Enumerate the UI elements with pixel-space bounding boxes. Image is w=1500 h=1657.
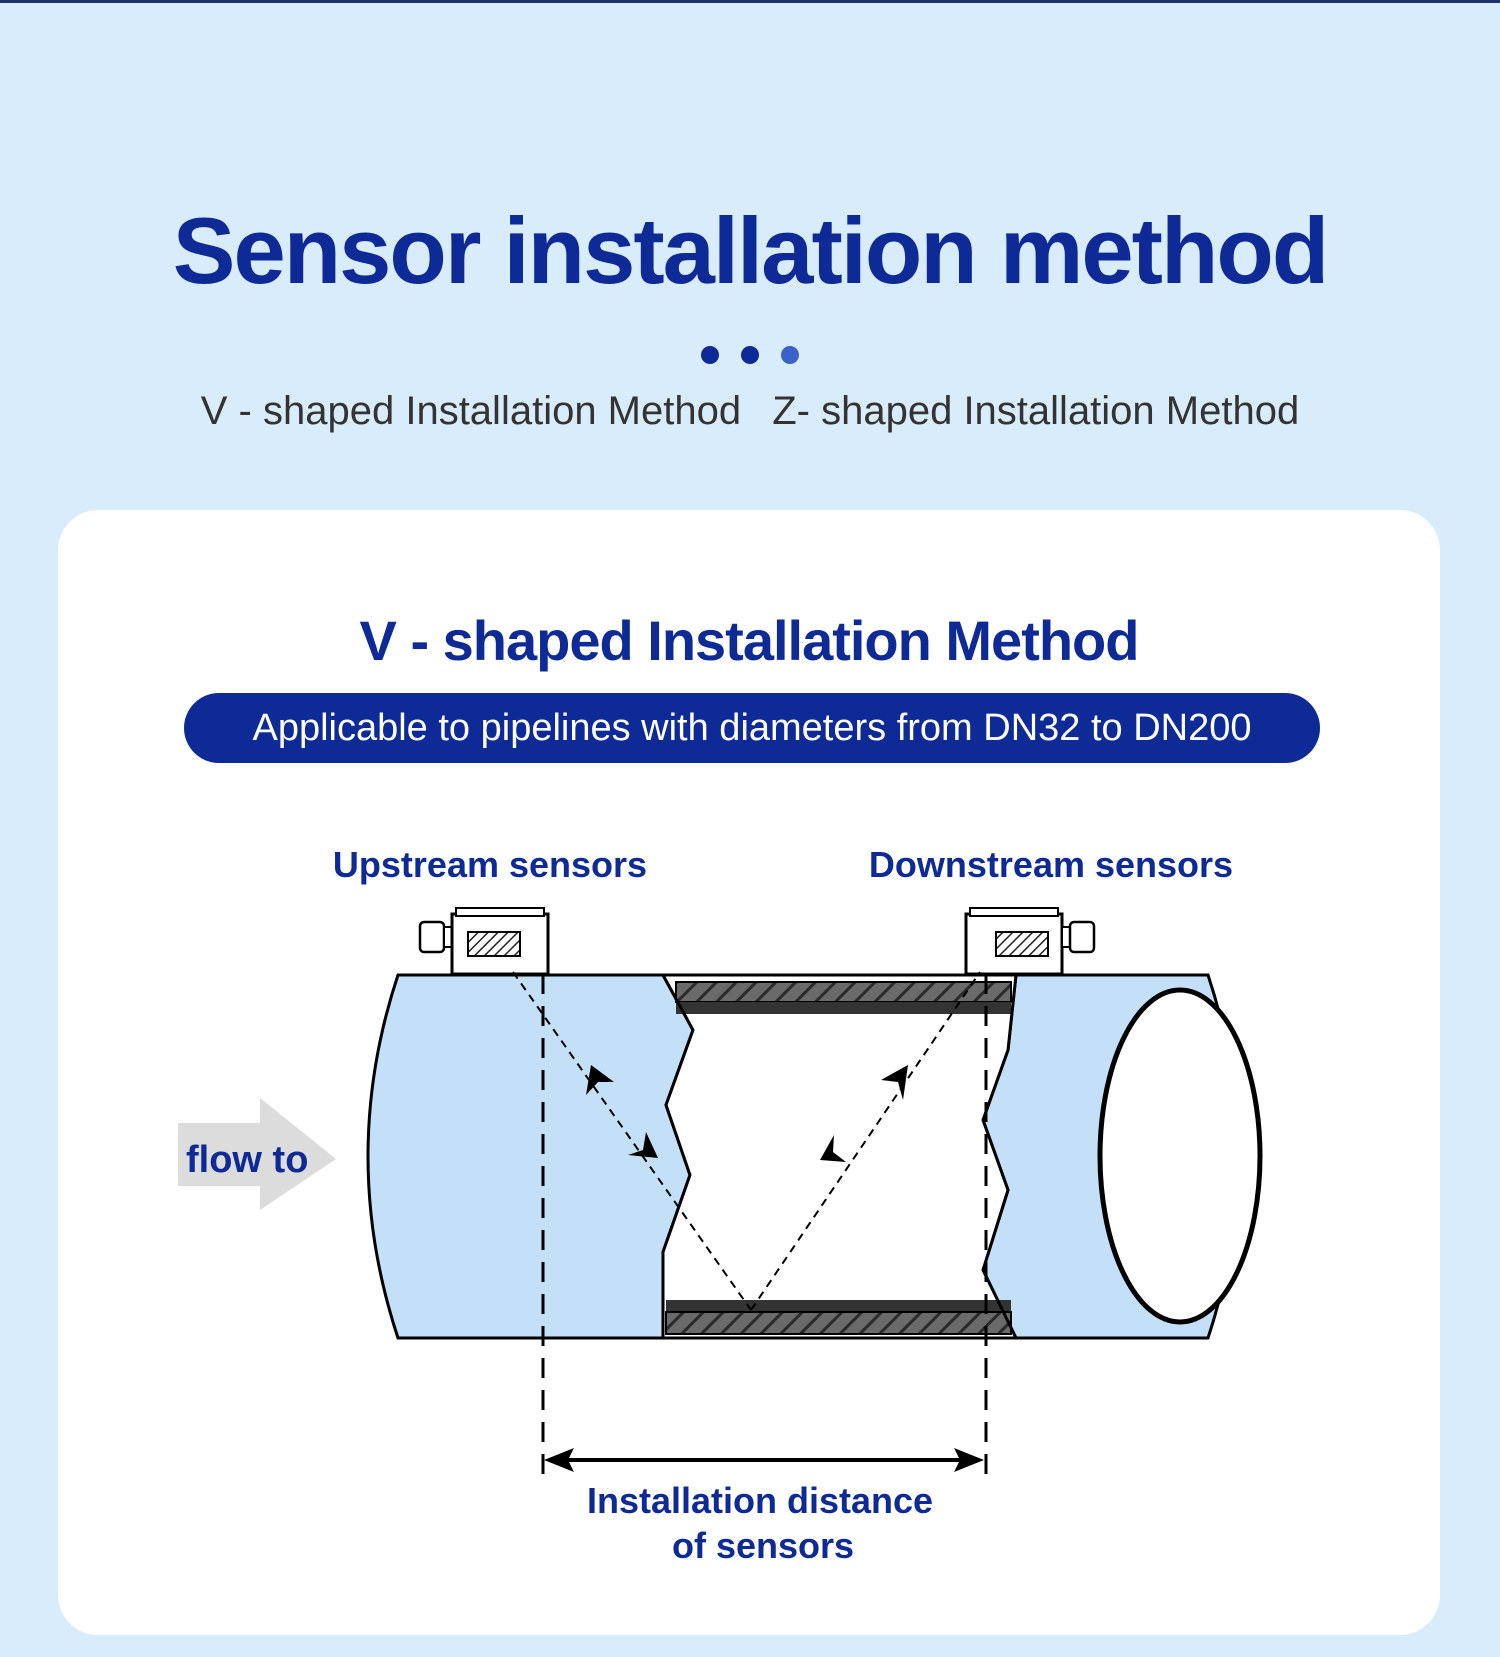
diameter-range-pill: Applicable to pipelines with diameters f… (184, 693, 1320, 763)
sensor-guide-lines (541, 974, 988, 1486)
v-method-card: V - shaped Installation Method Applicabl… (58, 510, 1440, 1635)
pipe-body (366, 973, 1263, 1340)
upstream-sensors-label: Upstream sensors (333, 844, 647, 885)
pipe-diagram: Upstream sensors Downstream sensors flow… (178, 844, 1263, 1566)
methods-subtitle: V - shaped Installation Method Z- shaped… (0, 384, 1500, 438)
distance-label-line2: of sensors (672, 1525, 854, 1566)
dot-icon (741, 346, 759, 364)
dot-icon (701, 346, 719, 364)
dots-divider (0, 346, 1500, 364)
distance-arrow (544, 1448, 984, 1472)
method-v-label: V - shaped Installation Method (200, 389, 742, 433)
distance-label-line1: Installation distance (587, 1480, 933, 1521)
signal-arrowhead-icons (586, 1065, 908, 1162)
flow-arrow: flow to (178, 1098, 336, 1210)
flow-to-label: flow to (186, 1139, 308, 1181)
downstream-sensors-label: Downstream sensors (869, 844, 1233, 885)
v-signal-path (512, 971, 981, 1311)
upstream-sensor (418, 907, 550, 976)
card-title: V - shaped Installation Method (359, 609, 1140, 672)
top-rule (0, 0, 1500, 3)
dot-icon (781, 346, 799, 364)
downstream-sensor (964, 907, 1096, 976)
page-title: Sensor installation method (172, 198, 1330, 303)
method-z-label: Z- shaped Installation Method (772, 389, 1300, 433)
